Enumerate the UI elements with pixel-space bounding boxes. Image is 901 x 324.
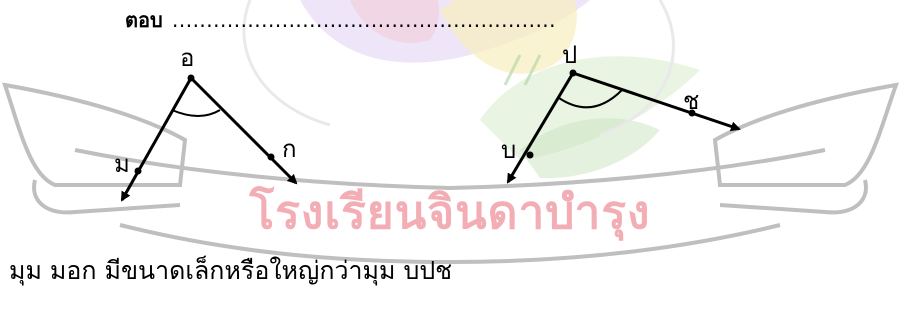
angle-mok: อ ม ก: [114, 44, 298, 202]
ray-ok: [189, 76, 298, 185]
point-ch: [688, 109, 696, 117]
angle-arc-mok: [171, 109, 221, 117]
ribbon-banner-watermark: [2, 82, 900, 265]
point-k: [267, 153, 275, 161]
point-label-k: ก: [282, 135, 297, 163]
point-b: [526, 151, 534, 159]
vertex-point: [187, 74, 195, 82]
answer-dotted-line: ........................................…: [172, 8, 556, 32]
point-label-m: ม: [114, 150, 130, 178]
vertex-label-o: อ: [180, 44, 194, 72]
ray-om: [120, 77, 193, 202]
ray-pb: [506, 72, 575, 184]
point-label-b: บ: [501, 136, 516, 164]
answer-label: ตอบ: [125, 8, 163, 32]
point-m: [134, 167, 142, 175]
angle-bpch: ป บ ช: [501, 41, 741, 184]
watermark-school-name: โรงเรียนจินดาบำรุง: [248, 185, 650, 241]
ray-pch: [572, 71, 741, 132]
vertex-label-p: ป: [562, 41, 577, 69]
vertex-point: [569, 69, 577, 77]
question-text: มุม มอก มีขนาดเล็กหรือใหญ่กว่ามุม บปช: [9, 255, 452, 286]
angle-arc-bpch: [558, 89, 623, 109]
point-label-ch: ช: [683, 87, 699, 115]
